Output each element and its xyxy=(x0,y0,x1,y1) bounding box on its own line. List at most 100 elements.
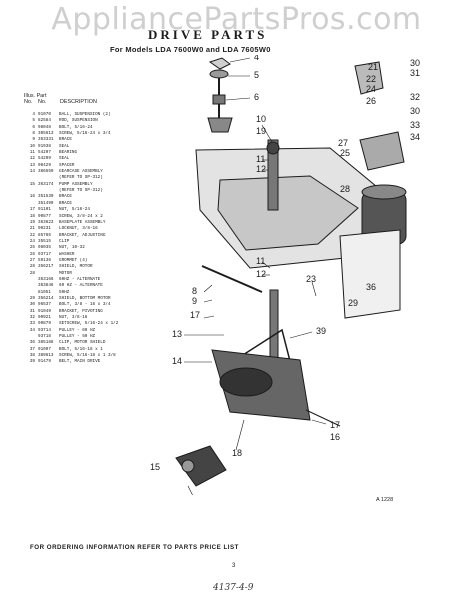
handwritten-note: 4137-4-9 xyxy=(213,583,254,593)
callout-34: 34 xyxy=(410,132,420,142)
part-no: 385188 xyxy=(38,340,54,346)
part-description: SETSCREW, 5/16-24 x 1/2 xyxy=(59,321,119,327)
callout-4: 4 xyxy=(254,55,259,62)
part-description: BALL, SUSPENSION (2) xyxy=(59,112,111,117)
header-part-no: No. xyxy=(38,99,47,106)
part-description: SHIELD, BOTTOM MOTOR xyxy=(59,295,111,301)
part-no: 35515 xyxy=(38,238,51,244)
illus-no: 17 xyxy=(29,207,35,213)
illus-no: 36 xyxy=(29,340,35,346)
part-description: NUT, 3/8-16 xyxy=(59,315,88,320)
part-no: 96537 xyxy=(38,302,51,308)
part-description: GEARCASE ASSEMBLY xyxy=(59,169,103,175)
part-description: CLIP xyxy=(59,238,70,244)
shaft-seal xyxy=(266,141,280,155)
brace-lower xyxy=(305,409,341,427)
illus-no: 12 xyxy=(29,156,35,162)
illus-no: 5 xyxy=(32,118,35,124)
leader-line xyxy=(203,315,215,319)
motor-top xyxy=(361,184,407,200)
part-description: SEAL xyxy=(59,156,70,162)
adjusting-bracket xyxy=(354,61,384,95)
illus-no: 9 xyxy=(32,137,35,143)
part-description: BEARING xyxy=(59,150,78,156)
callout-27: 27 xyxy=(338,138,348,148)
part-description: SCREW, 5/16-24 x 3/4 xyxy=(59,131,111,137)
suspension-rod-top xyxy=(209,69,229,79)
part-description: SHIELD, MOTOR xyxy=(59,264,93,270)
pump-assembly xyxy=(175,445,227,487)
illus-no: 27 xyxy=(29,257,35,263)
illus-no: 8 xyxy=(32,131,35,137)
part-no: 90921 xyxy=(38,315,51,320)
callout-labels: 4561019111221222426303132303334272528891… xyxy=(150,55,420,472)
part-description: BOLT, 5/16-24 xyxy=(59,124,93,130)
pivot-bracket xyxy=(359,131,405,171)
part-description: PUMP ASSEMBLY xyxy=(59,181,93,187)
part-description: BRACKET, PIVOTING xyxy=(59,308,103,314)
part-description: NUT, 10-32 xyxy=(59,245,85,251)
part-no: 389613 xyxy=(38,353,54,359)
part-no: 91070 xyxy=(38,112,51,117)
illus-no: 28 xyxy=(29,270,35,276)
leader-line xyxy=(261,261,271,269)
part-description: SEAL xyxy=(59,143,70,149)
leader-line xyxy=(311,419,327,425)
callout-6: 6 xyxy=(254,92,259,102)
part-description: (REFER TO SP-312) xyxy=(59,188,103,194)
leader-line xyxy=(203,299,213,303)
illus-no: 21 xyxy=(29,226,35,232)
part-no: 386559 xyxy=(38,169,54,175)
brace xyxy=(201,265,263,293)
part-no: 54209 xyxy=(38,156,51,162)
callout-12: 12 xyxy=(256,164,266,174)
illus-no: 13 xyxy=(29,162,35,168)
gearcase-pulley xyxy=(219,367,273,397)
illus-no: 28 xyxy=(29,264,35,270)
callout-12: 12 xyxy=(256,269,266,279)
illus-no: 29 xyxy=(29,295,35,301)
baseplate-inner xyxy=(217,175,359,251)
leader-line xyxy=(261,124,273,143)
part-description: PULLEY - 60 HZ xyxy=(59,327,96,333)
part-description: BELT, MAIN DRIVE xyxy=(59,359,101,365)
illus-no: 38 xyxy=(29,353,35,359)
part-no: 91097 xyxy=(38,346,51,352)
part-no: 90877 xyxy=(38,213,51,219)
illus-no: 24 xyxy=(29,238,35,244)
part-no: 363166 xyxy=(38,276,54,282)
part-description: WASHER xyxy=(59,251,75,257)
part-no: 91101 xyxy=(38,207,51,213)
suspension-block xyxy=(212,94,226,105)
illus-no: 15 xyxy=(29,181,35,187)
illus-no: 37 xyxy=(29,346,35,352)
parts-row: (REFER TO SP-312) xyxy=(24,188,156,194)
part-description: 60 HZ - ALTERNATE xyxy=(59,283,103,289)
callout-23: 23 xyxy=(306,274,316,284)
illus-no: 25 xyxy=(29,245,35,251)
part-description: SCREW, 5/16-18 x 1 3/8 xyxy=(59,353,116,359)
callout-39: 39 xyxy=(316,326,326,336)
callout-21: 21 xyxy=(368,62,378,72)
illus-no: 34 xyxy=(29,327,35,333)
parts-row: (REFER TO SP-312) xyxy=(24,175,156,181)
page-title: DRIVE PARTS xyxy=(148,27,268,42)
header-no: No. xyxy=(24,99,33,106)
illus-no: 6 xyxy=(32,124,35,130)
leader-line xyxy=(235,419,245,451)
